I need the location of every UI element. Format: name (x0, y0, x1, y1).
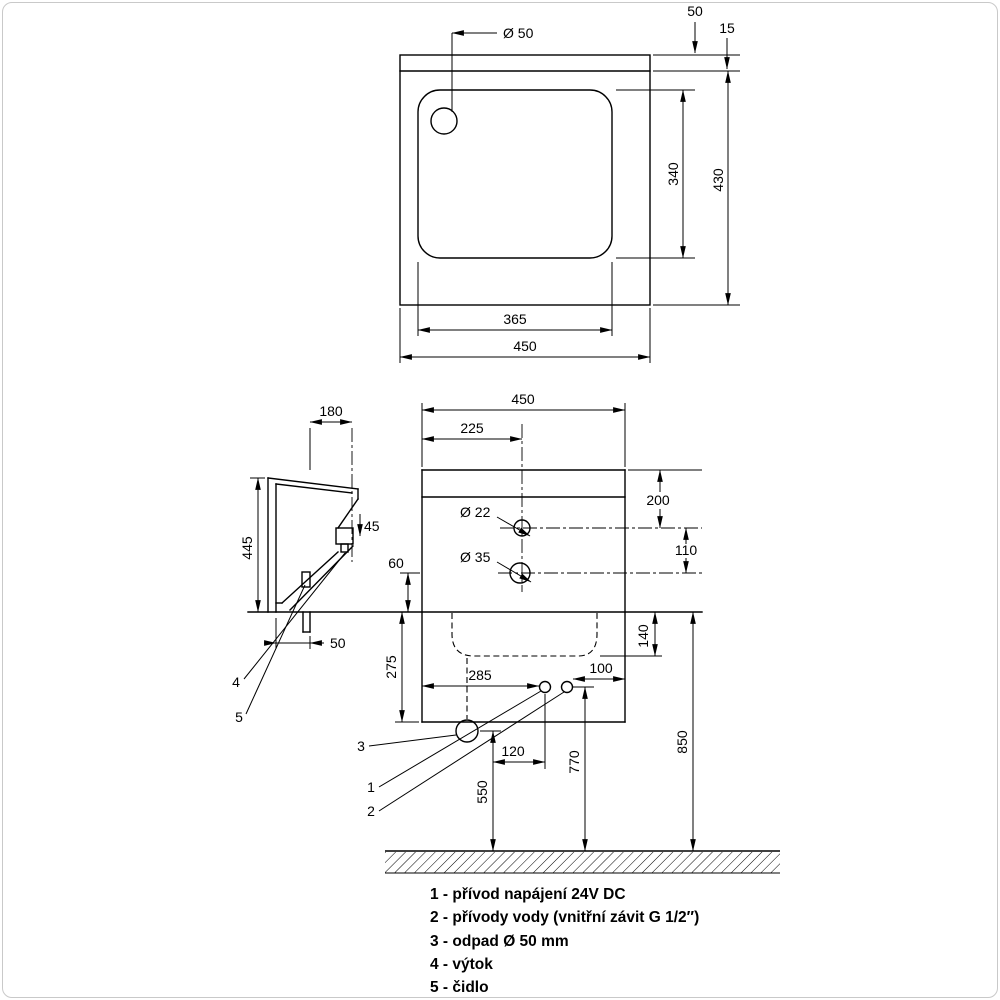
dim-label-850: 850 (674, 730, 690, 754)
drain-outlet (455, 719, 479, 743)
side-view-dimensions (250, 419, 363, 649)
front-view-centerlines (498, 424, 702, 592)
water-inlet (560, 680, 574, 694)
floor-hatch (385, 852, 780, 873)
dim-label-110: 110 (675, 542, 698, 558)
front-view: 450 225 Ø 22 Ø 35 200 110 60 140 275 285… (247, 391, 703, 852)
dim-label-365: 365 (503, 311, 527, 327)
power-inlet (538, 680, 552, 694)
basin-outline (417, 89, 613, 259)
legend-item-5: 5 - čidlo (430, 979, 489, 996)
dim-label-550: 550 (474, 780, 490, 804)
dim-label-450-top: 450 (513, 338, 537, 354)
front-view-dimensions (395, 403, 702, 852)
dim-label-drain-diameter: Ø 50 (503, 25, 534, 41)
legend-item-3: 3 - odpad Ø 50 mm (430, 933, 569, 950)
floor (385, 850, 780, 874)
top-view-body (399, 54, 651, 306)
dim-label-340: 340 (665, 162, 681, 186)
dim-label-450-front: 450 (511, 391, 535, 407)
dim-label-back-50: 50 (687, 3, 703, 19)
dim-label-45: 45 (364, 518, 380, 534)
dim-label-140: 140 (635, 624, 651, 648)
dim-label-225: 225 (460, 420, 484, 436)
dim-label-50-side: 50 (330, 635, 346, 651)
spout-body (335, 527, 354, 545)
dim-label-200: 200 (646, 492, 670, 508)
spout-nozzle (340, 543, 349, 553)
dim-label-445: 445 (239, 536, 255, 560)
dim-label-430: 430 (710, 168, 726, 192)
dim-label-770: 770 (566, 750, 582, 774)
front-view-outline (247, 469, 703, 743)
dim-label-285: 285 (468, 667, 492, 683)
legend: 1 - přívod napájení 24V DC 2 - přívody v… (430, 886, 699, 996)
top-view: Ø 50 50 15 340 430 365 450 (399, 3, 740, 363)
top-view-outline (399, 54, 651, 306)
callout-2: 2 (367, 803, 375, 819)
callout-1: 1 (367, 779, 375, 795)
callout-3: 3 (357, 738, 365, 754)
legend-item-1: 1 - přívod napájení 24V DC (430, 886, 626, 903)
sensor-body (301, 571, 311, 588)
callout-5: 5 (235, 709, 243, 725)
side-view-outline (267, 477, 359, 633)
dim-label-rim-15: 15 (719, 20, 735, 36)
drain-hole-top (430, 107, 458, 135)
dim-label-hole-35: Ø 35 (460, 549, 491, 565)
dim-label-hole-22: Ø 22 (460, 504, 491, 520)
callout-4: 4 (232, 674, 240, 690)
callout-leaders (243, 552, 565, 812)
basin-hidden-outline (451, 613, 598, 657)
legend-item-4: 4 - výtok (430, 956, 493, 973)
callouts: 3 1 2 4 5 (232, 552, 565, 819)
top-view-dimensions (399, 22, 740, 363)
dim-label-180: 180 (319, 403, 343, 419)
dim-label-100: 100 (589, 660, 613, 676)
dim-label-275: 275 (383, 655, 399, 679)
dim-label-120: 120 (501, 743, 525, 759)
legend-item-2: 2 - přívody vody (vnitřní závit G 1/2″) (430, 909, 699, 926)
dim-label-60: 60 (388, 555, 404, 571)
side-view: 180 445 45 50 (239, 403, 380, 651)
